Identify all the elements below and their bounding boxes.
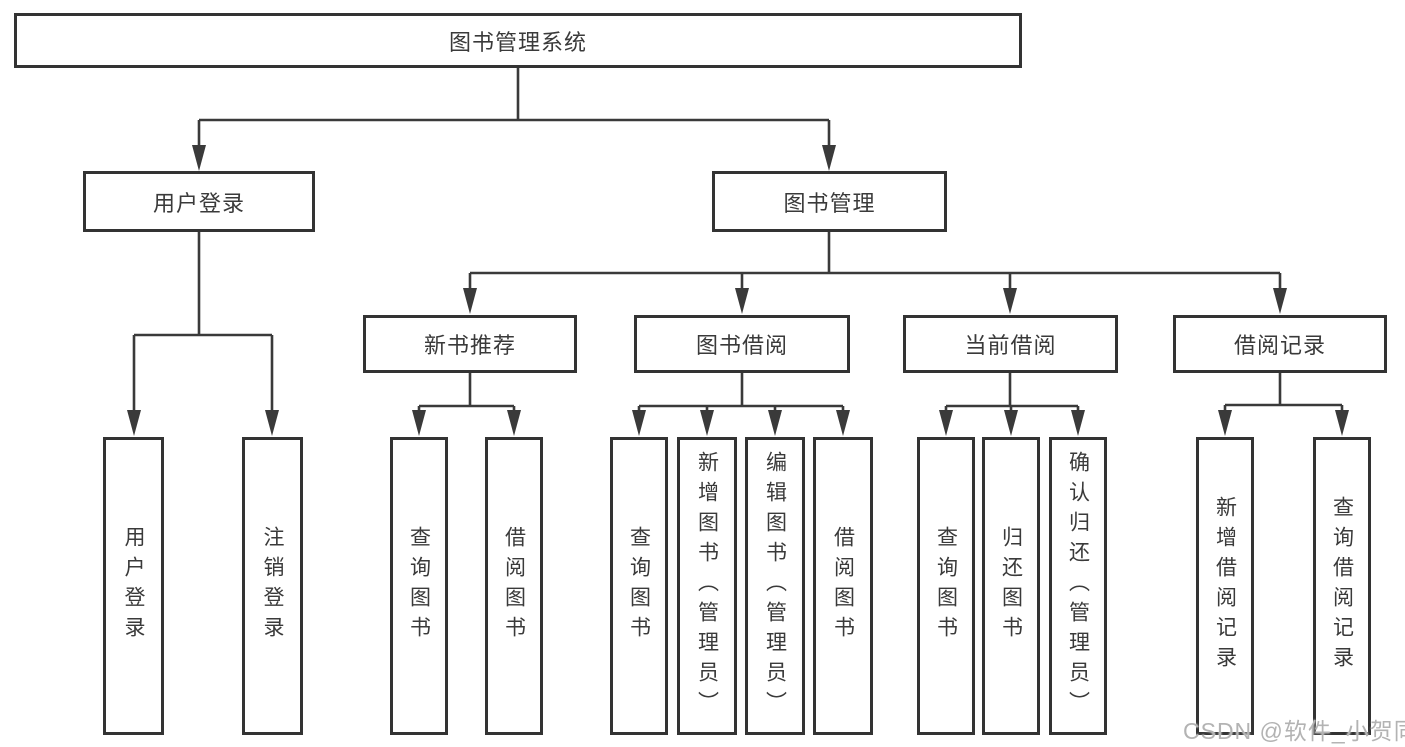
node-new-book-recommend-label: 新书推荐 (423, 333, 516, 358)
leaf-borrow-books-2-label: 借阅图书 (831, 526, 855, 646)
leaf-user-login-label: 用户登录 (122, 526, 145, 646)
node-root-system-label: 图书管理系统 (448, 29, 587, 55)
leaf-add-borrow-record-label: 新增借阅记录 (1213, 496, 1237, 676)
leaf-query-books-2: 查询图书 (610, 437, 668, 735)
csdn-watermark: CSDN @软件_小贺同学 (1183, 718, 1405, 744)
leaf-add-borrow-record: 新增借阅记录 (1196, 437, 1254, 735)
leaf-edit-book-admin: 编辑图书（管理员） (745, 437, 805, 735)
node-root-system: 图书管理系统 (14, 13, 1022, 68)
node-book-management: 图书管理 (712, 171, 947, 232)
node-borrow-records-label: 借阅记录 (1233, 333, 1326, 358)
node-book-management-label: 图书管理 (783, 190, 876, 216)
leaf-borrow-books-1: 借阅图书 (485, 437, 543, 735)
leaf-user-login: 用户登录 (103, 437, 164, 735)
leaf-query-borrow-record-label: 查询借阅记录 (1330, 496, 1354, 676)
leaf-edit-book-admin-label: 编辑图书（管理员） (763, 451, 787, 721)
node-user-login-label: 用户登录 (152, 190, 245, 216)
node-book-borrow-label: 图书借阅 (695, 333, 788, 358)
leaf-query-books-3-label: 查询图书 (934, 526, 958, 646)
leaf-borrow-books-2: 借阅图书 (813, 437, 873, 735)
leaf-confirm-return-admin-label: 确认归还（管理员） (1066, 451, 1090, 721)
leaf-logout: 注销登录 (242, 437, 303, 735)
node-current-borrow-label: 当前借阅 (964, 333, 1057, 358)
leaf-query-books-1-label: 查询图书 (407, 526, 431, 646)
leaf-return-book: 归还图书 (982, 437, 1040, 735)
node-book-borrow: 图书借阅 (634, 315, 850, 373)
leaf-query-books-2-label: 查询图书 (627, 526, 651, 646)
leaf-logout-label: 注销登录 (261, 526, 284, 646)
node-current-borrow: 当前借阅 (903, 315, 1118, 373)
node-new-book-recommend: 新书推荐 (363, 315, 577, 373)
leaf-query-books-1: 查询图书 (390, 437, 448, 735)
leaf-add-book-admin: 新增图书（管理员） (677, 437, 737, 735)
node-borrow-records: 借阅记录 (1173, 315, 1387, 373)
leaf-return-book-label: 归还图书 (999, 526, 1023, 646)
leaf-query-borrow-record: 查询借阅记录 (1313, 437, 1371, 735)
leaf-confirm-return-admin: 确认归还（管理员） (1049, 437, 1107, 735)
leaf-query-books-3: 查询图书 (917, 437, 975, 735)
node-user-login: 用户登录 (83, 171, 315, 232)
leaf-add-book-admin-label: 新增图书（管理员） (695, 451, 719, 721)
leaf-borrow-books-1-label: 借阅图书 (502, 526, 526, 646)
